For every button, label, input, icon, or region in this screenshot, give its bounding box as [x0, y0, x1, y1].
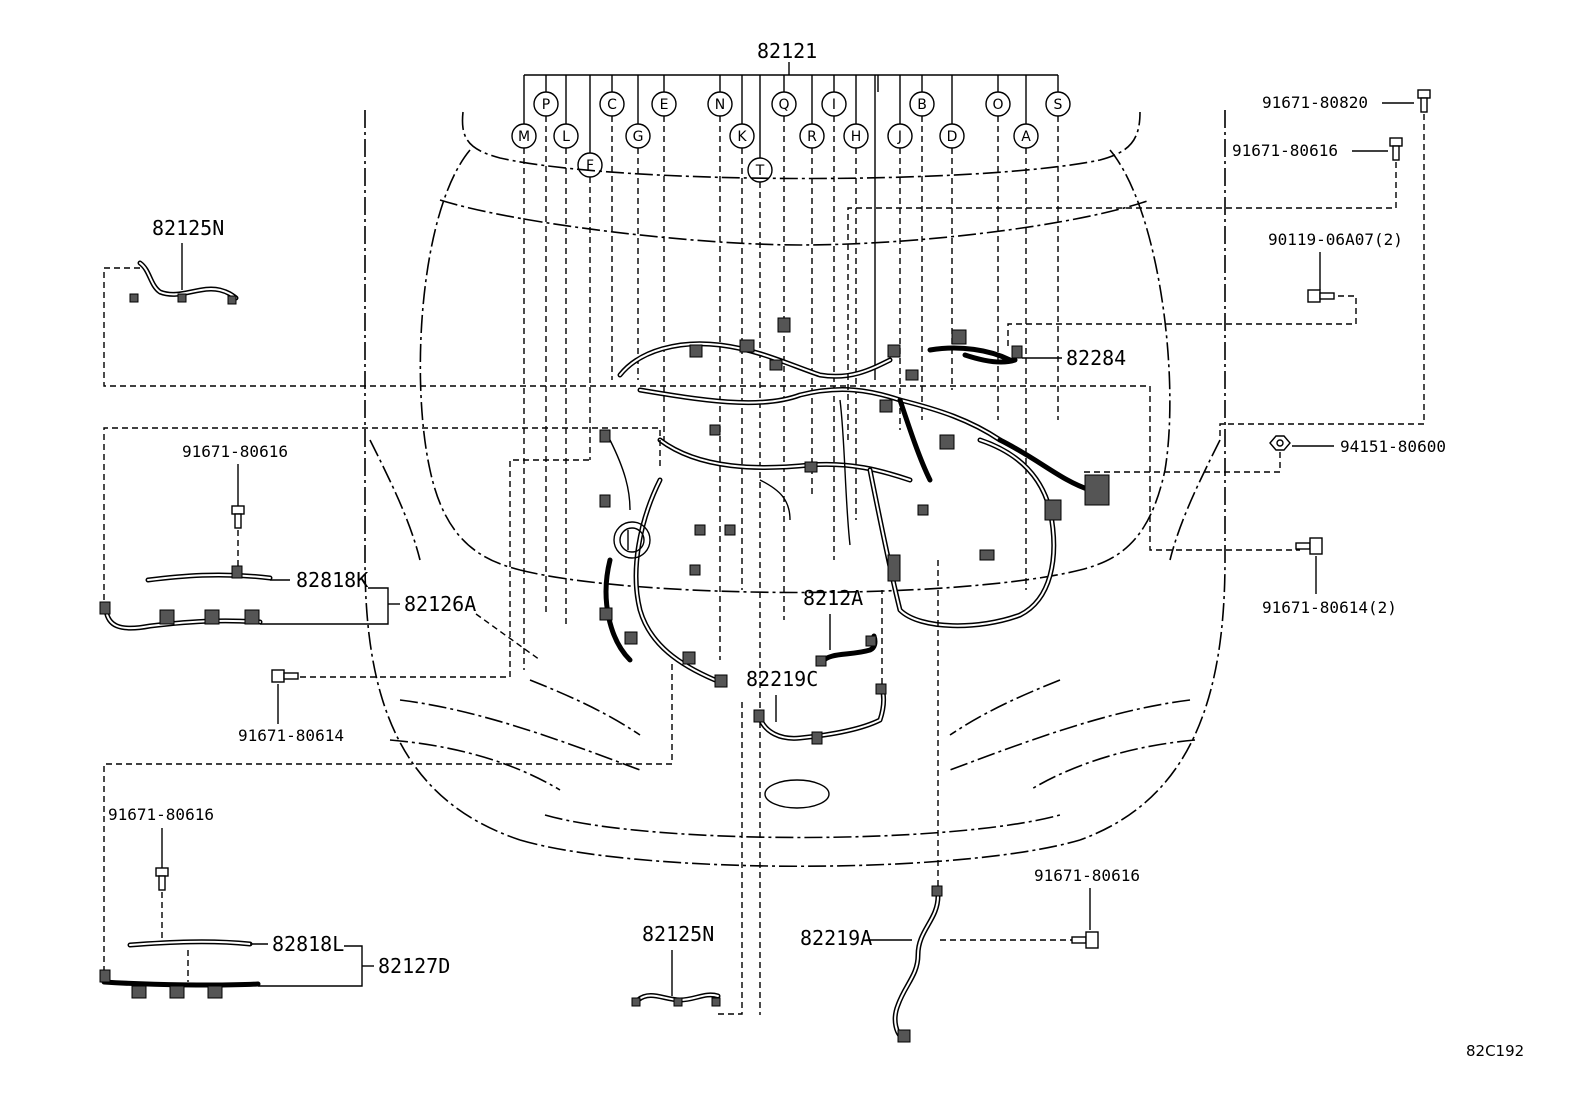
vehicle-body-outline	[364, 110, 1226, 868]
label-82818K: 82818K	[296, 568, 368, 592]
label-91671-80614-2: 91671-80614(2)	[1262, 598, 1397, 617]
label-91671-80616-right: 91671-80616	[1232, 141, 1338, 160]
connector-callout-g	[625, 123, 651, 149]
fastener-91671-80616-right: 91671-80616	[847, 137, 1403, 440]
bolt-icon	[1071, 931, 1099, 949]
connector-letter-callouts: M P L F C G E N	[511, 75, 1071, 1015]
svg-text:F: F	[586, 158, 594, 174]
part-82125N-top: 82125N	[103, 216, 1300, 551]
label-82219C: 82219C	[746, 667, 818, 691]
connector-callout-o	[985, 91, 1011, 117]
engine-room-harness	[599, 317, 1110, 688]
connector-callout-e	[651, 91, 677, 117]
bolt-icon	[1417, 89, 1431, 113]
label-82818L: 82818L	[272, 932, 344, 956]
label-91671-80820: 91671-80820	[1262, 93, 1368, 112]
svg-text:S: S	[1054, 97, 1063, 113]
diagram-id: 82C192	[1466, 1042, 1524, 1060]
svg-text:O: O	[992, 97, 1003, 113]
label-82125N-top: 82125N	[152, 216, 224, 240]
part-82219C: 82219C	[746, 590, 887, 745]
svg-text:M: M	[518, 129, 530, 145]
fastener-90119-06A07: 90119-06A07(2)	[1007, 230, 1403, 350]
svg-text:C: C	[607, 97, 617, 113]
fastener-91671-80614-2: 91671-80614(2)	[1262, 537, 1397, 617]
fastener-91671-80616-bottom-right: 91671-80616	[1034, 866, 1140, 949]
bolt-icon	[1295, 537, 1323, 555]
label-91671-80616-bottom-right: 91671-80616	[1034, 866, 1140, 885]
svg-text:D: D	[947, 129, 958, 145]
connector-callout-f	[577, 152, 603, 178]
part-82818L-82127D: 91671-80616 82818L 82127D	[99, 660, 673, 999]
fastener-94151-80600: 94151-80600	[1080, 435, 1446, 473]
connector-callout-a	[1013, 123, 1039, 149]
connector-callout-r	[799, 123, 825, 149]
connector-callout-j	[887, 123, 913, 149]
svg-text:N: N	[715, 97, 725, 113]
nut-icon	[1269, 435, 1291, 451]
label-82219A: 82219A	[800, 926, 872, 950]
bolt-icon	[1307, 289, 1335, 303]
label-82284: 82284	[1066, 346, 1126, 370]
connector-callout-c	[599, 91, 625, 117]
connector-callout-d	[939, 123, 965, 149]
svg-text:L: L	[562, 129, 570, 145]
svg-text:I: I	[832, 97, 836, 113]
fastener-91671-80820: 91671-80820	[1219, 89, 1431, 440]
svg-text:T: T	[755, 163, 765, 179]
svg-text:R: R	[807, 129, 817, 145]
bolt-icon	[231, 505, 245, 529]
label-91671-80614: 91671-80614	[238, 726, 344, 745]
part-82818K-82126A: 91671-80616 82818K 82126A	[99, 427, 661, 661]
svg-text:P: P	[542, 97, 550, 113]
part-82125N-bottom: 82125N	[631, 700, 743, 1015]
label-8212A: 8212A	[803, 586, 863, 610]
svg-text:B: B	[917, 97, 927, 113]
svg-text:E: E	[660, 97, 669, 113]
main-harness-label: 82121	[757, 39, 817, 63]
svg-text:K: K	[737, 129, 747, 145]
label-90119-06A07: 90119-06A07(2)	[1268, 230, 1403, 249]
connector-callout-i	[821, 91, 847, 117]
svg-text:G: G	[633, 129, 644, 145]
label-82125N-bottom: 82125N	[642, 922, 714, 946]
svg-text:Q: Q	[778, 97, 789, 113]
label-82127D: 82127D	[378, 954, 450, 978]
svg-text:H: H	[851, 129, 862, 145]
connector-callout-h	[843, 123, 869, 149]
part-8212A: 8212A	[803, 586, 878, 667]
connector-callout-m	[511, 123, 537, 149]
bolt-icon	[155, 867, 169, 891]
fastener-91671-80614: 91671-80614	[238, 459, 590, 745]
label-82126A: 82126A	[404, 592, 476, 616]
connector-callout-k	[729, 123, 755, 149]
part-82219A: 82219A	[800, 560, 1072, 1043]
part-82284: 82284	[962, 345, 1126, 370]
connector-callout-t	[747, 157, 773, 183]
svg-text:J: J	[897, 129, 902, 145]
main-harness-bracket: 82121	[524, 39, 1058, 76]
bolt-icon	[271, 669, 299, 683]
label-91671-80616-bottom-left: 91671-80616	[108, 805, 214, 824]
connector-callout-p	[533, 91, 559, 117]
label-94151-80600: 94151-80600	[1340, 437, 1446, 456]
connector-callout-q	[771, 91, 797, 117]
bolt-icon	[1389, 137, 1403, 161]
connector-callout-n	[707, 91, 733, 117]
label-91671-80616-left: 91671-80616	[182, 442, 288, 461]
connector-callout-l	[553, 123, 579, 149]
connector-callout-s	[1045, 91, 1071, 117]
svg-text:A: A	[1021, 129, 1031, 145]
